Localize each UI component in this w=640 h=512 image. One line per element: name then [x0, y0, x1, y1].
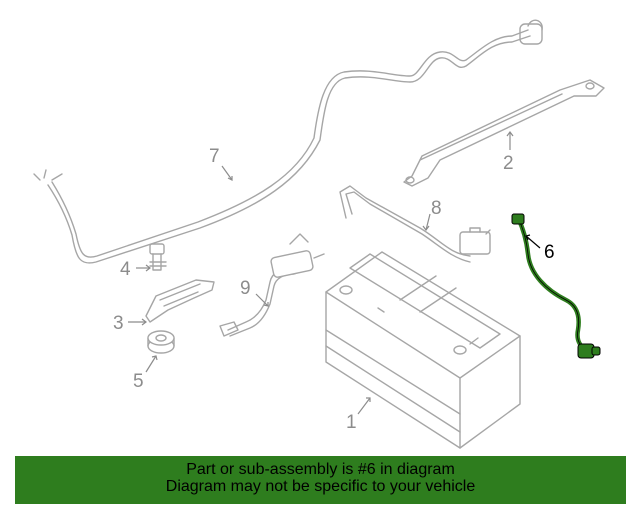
leader-lines — [128, 131, 541, 415]
part-1-battery — [325, 251, 521, 449]
callout-labels: 1 2 3 4 5 6 7 8 9 — [113, 146, 555, 433]
callout-2: 2 — [503, 153, 514, 174]
callout-8: 8 — [431, 198, 442, 219]
callout-9: 9 — [240, 278, 251, 299]
callout-5: 5 — [133, 371, 144, 392]
callout-7: 7 — [209, 146, 220, 167]
part-6-sensor-cable — [511, 213, 601, 359]
disclaimer-banner: Part or sub-assembly is #6 in diagram Di… — [15, 456, 626, 504]
callout-6: 6 — [544, 242, 555, 263]
callout-1: 1 — [346, 412, 357, 433]
part-2-bracket — [403, 79, 605, 187]
part-4-bolt — [149, 243, 167, 271]
callout-4: 4 — [120, 259, 131, 280]
banner-line-1: Part or sub-assembly is #6 in diagram — [186, 461, 455, 478]
part-7-cable-harness — [33, 19, 543, 264]
callout-3: 3 — [113, 313, 124, 334]
part-3-clamp — [145, 279, 215, 323]
parts-diagram: 1 2 3 4 5 6 7 8 9 — [33, 19, 605, 449]
banner-line-2: Diagram may not be specific to your vehi… — [165, 478, 476, 495]
part-8-cable — [339, 185, 491, 263]
part-9-negative-cable — [219, 233, 325, 337]
part-5-grommet — [147, 330, 175, 354]
